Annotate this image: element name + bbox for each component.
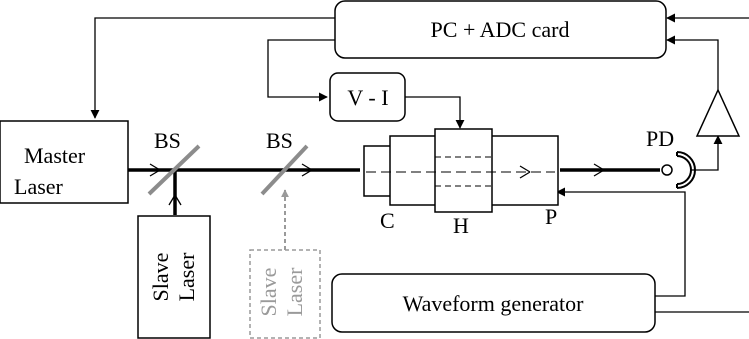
beam-splitter-2 [260,144,309,196]
slave-laser-faded-box: Slave Laser [249,249,321,339]
cell-end-c [363,145,393,197]
h-label: H [453,213,469,238]
amplifier [695,88,741,137]
pc-adc-box: PC + ADC card [334,0,667,59]
waveform-label: Waveform generator [403,291,585,316]
bs2-label: BS [266,128,293,153]
cell-coil-h [434,128,493,213]
wire-vi-to-h [405,96,465,129]
p-label: P [545,204,557,229]
beam-arrow-1 [149,163,161,177]
master-laser-label-line2: Laser [14,174,64,199]
waveform-generator-box: Waveform generator [331,273,656,333]
pd-label: PD [646,126,674,151]
cell-assembly [363,128,559,213]
master-laser-label-line1: Master [24,143,86,168]
vi-label: V - I [347,85,388,110]
wire-amp-to-pc [666,35,719,90]
wire-pd-to-amp [691,135,723,171]
vi-box: V - I [329,72,406,122]
wire-pc-to-master [90,17,335,119]
pc-adc-label: PC + ADC card [431,17,570,42]
slave-laser-faded-label-line2: Laser [282,267,307,317]
photodiode [661,151,696,189]
wire-pc-to-vi [267,39,395,102]
master-laser-box: Master Laser [0,120,129,204]
beam-arrow-2 [301,163,313,177]
slave-laser-box: Slave Laser [137,215,211,339]
beam-arrow-3 [593,163,605,177]
wires [90,13,749,313]
slave-laser-faded-label-line1: Slave [256,268,281,317]
slave-laser-label-line2: Laser [174,252,199,302]
bs1-label: BS [154,128,181,153]
beam-splitter-1 [147,144,201,196]
slave-laser-label-line1: Slave [148,253,173,302]
beam-arrow-up [168,194,182,206]
c-label: C [380,208,395,233]
wire-wg-to-p [556,187,686,297]
